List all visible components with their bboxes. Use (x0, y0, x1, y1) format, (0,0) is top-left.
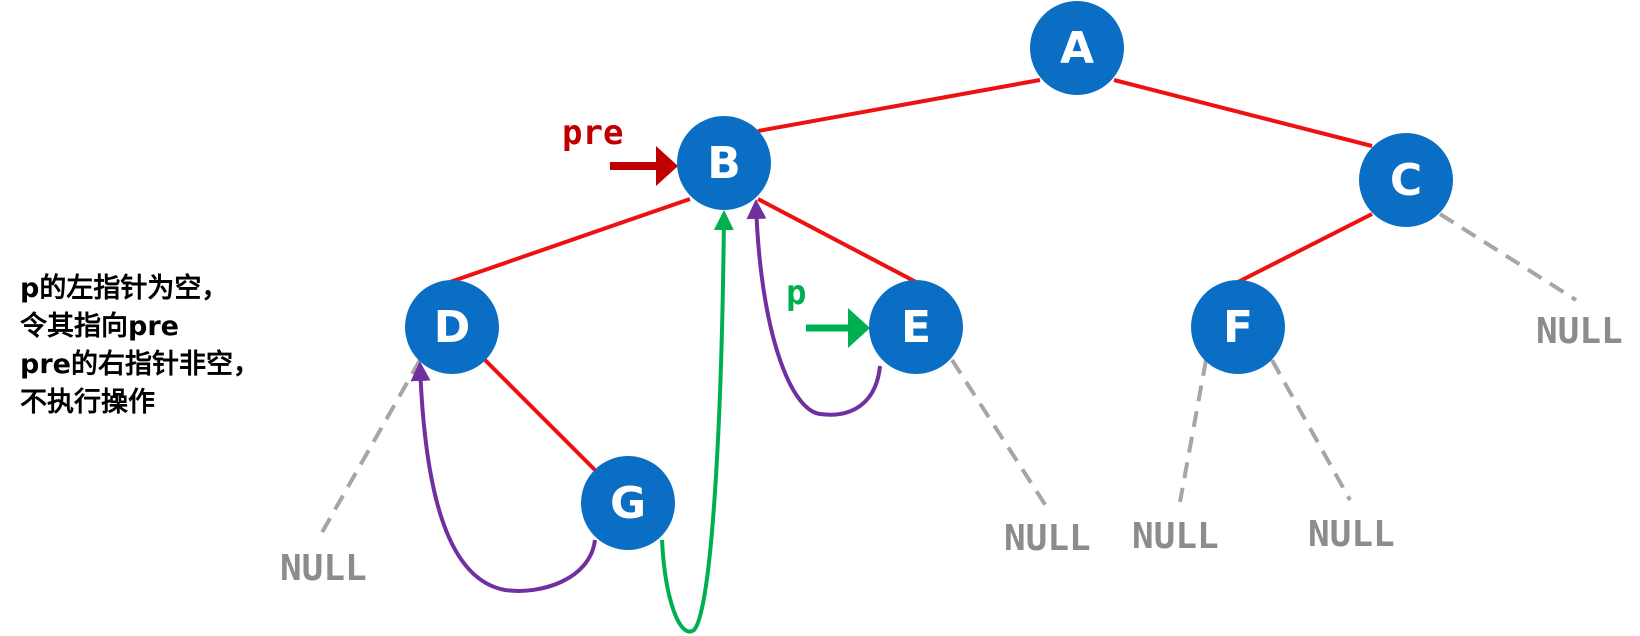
node-label-b: B (707, 138, 741, 189)
null-labels: NULL NULL NULL NULL NULL (280, 311, 1623, 589)
node-f: F (1191, 280, 1285, 374)
null-edges (318, 212, 1578, 537)
pre-pointer: pre (562, 113, 678, 186)
note-line-4: 不执行操作 (20, 387, 155, 418)
tree-edges (449, 78, 1373, 472)
node-c: C (1359, 133, 1453, 227)
thread-g-to-d (410, 361, 597, 593)
null-label-f-right: NULL (1308, 514, 1395, 555)
edge-d-g (483, 358, 597, 472)
node-label-c: C (1390, 155, 1422, 206)
edge-c-f (1237, 212, 1373, 284)
node-d: D (405, 280, 499, 374)
node-label-e: E (901, 302, 931, 353)
node-label-d: D (434, 302, 471, 353)
edge-b-d (449, 197, 691, 284)
null-edge-e-right (950, 358, 1048, 508)
null-edge-c-right (1438, 212, 1578, 302)
note-line-1: p的左指针为空， (20, 273, 229, 304)
node-label-f: F (1223, 302, 1253, 353)
node-g: G (581, 456, 675, 550)
p-label: p (786, 273, 806, 313)
node-label-g: G (610, 478, 646, 529)
pre-label: pre (562, 113, 623, 153)
node-b: B (677, 116, 771, 210)
thread-e-to-b (746, 199, 882, 417)
note-line-3: pre的右指针非空， (20, 349, 260, 380)
thread-g-to-b (660, 210, 734, 634)
node-a: A (1030, 1, 1124, 95)
null-label-c-right: NULL (1536, 311, 1623, 352)
edge-a-b (757, 78, 1041, 133)
edge-b-e (757, 197, 917, 284)
thread-arrows (410, 199, 882, 634)
null-label-f-left: NULL (1132, 516, 1219, 557)
null-edge-d-left (318, 359, 422, 537)
null-edge-f-right (1270, 359, 1352, 501)
p-pointer: p (786, 273, 870, 348)
explanation-note: p的左指针为空， 令其指向pre pre的右指针非空， 不执行操作 (20, 270, 260, 422)
null-edge-f-left (1178, 359, 1208, 503)
edge-a-c (1113, 78, 1373, 148)
null-label-e-right: NULL (1004, 518, 1091, 559)
note-line-2: 令其指向pre (20, 311, 179, 342)
node-e: E (869, 280, 963, 374)
pre-arrow-head (656, 146, 678, 186)
node-label-a: A (1060, 23, 1094, 74)
null-label-d-left: NULL (280, 548, 367, 589)
p-arrow-head (848, 308, 870, 348)
